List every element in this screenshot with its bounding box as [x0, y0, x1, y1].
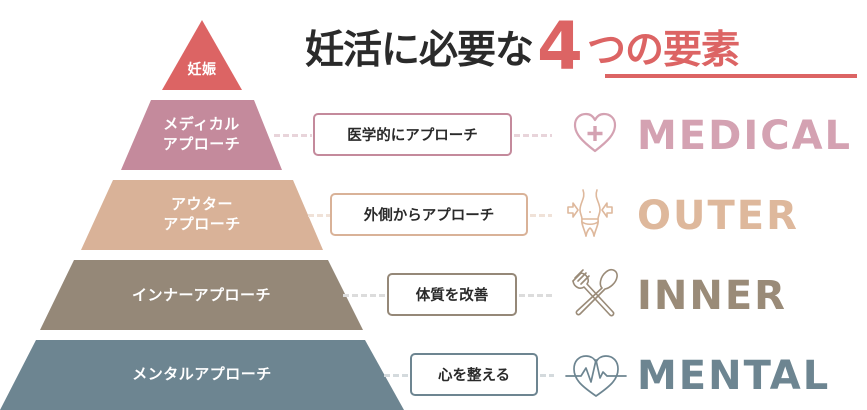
title-suffix: つの要素: [586, 28, 740, 73]
outer-english-label: OUTER: [637, 193, 799, 239]
waist-icon: [567, 189, 613, 237]
tier-medical-shape: [121, 100, 282, 170]
pyramid: [0, 20, 404, 410]
inner-english-label: INNER: [637, 273, 787, 319]
mental-english-label: MENTAL: [637, 353, 831, 399]
connector-dots: [530, 214, 552, 217]
connector-dots: [274, 134, 312, 137]
tier-medical-line1: メディカル: [163, 115, 240, 133]
tier-mental-shape: [0, 340, 404, 410]
connector-dots: [343, 294, 385, 297]
tier-apex-shape: [162, 20, 242, 90]
title-number: 4: [537, 8, 583, 85]
tier-outer-shape: [81, 180, 323, 250]
heartbeat-icon: [565, 355, 627, 397]
connector-dots: [540, 374, 554, 377]
inner-description-box: 体質を改善: [387, 273, 517, 316]
tier-mental-label: メンタルアプローチ: [132, 365, 272, 383]
medical-description-box: 医学的にアプローチ: [313, 113, 512, 156]
tier-medical-line2: アプローチ: [162, 135, 241, 153]
tier-apex-label: 妊娠: [187, 62, 217, 78]
tier-outer-label: アウター アプローチ: [81, 194, 323, 234]
heart-plus-icon: [573, 112, 617, 153]
tier-outer-line1: アウター: [170, 195, 233, 213]
tier-outer-line2: アプローチ: [163, 215, 241, 233]
page-title: 妊活に必要な 4 つの要素: [305, 8, 740, 85]
tier-inner-shape: [40, 260, 363, 330]
connector-dots: [514, 134, 552, 137]
tier-inner-label: インナーアプローチ: [132, 286, 271, 304]
connector-dots: [384, 374, 408, 377]
mental-description-box: 心を整える: [410, 353, 538, 396]
title-underline: [605, 74, 857, 78]
connector-dots: [308, 214, 330, 217]
medical-english-label: MEDICAL: [637, 113, 853, 159]
title-accent: 4 つの要素: [537, 8, 740, 85]
connector-dots: [519, 294, 552, 297]
tier-medical-label: メディカル アプローチ: [121, 114, 282, 154]
title-prefix: 妊活に必要な: [305, 28, 534, 73]
outer-description-box: 外側からアプローチ: [330, 193, 528, 236]
fork-spoon-icon: [572, 269, 618, 317]
